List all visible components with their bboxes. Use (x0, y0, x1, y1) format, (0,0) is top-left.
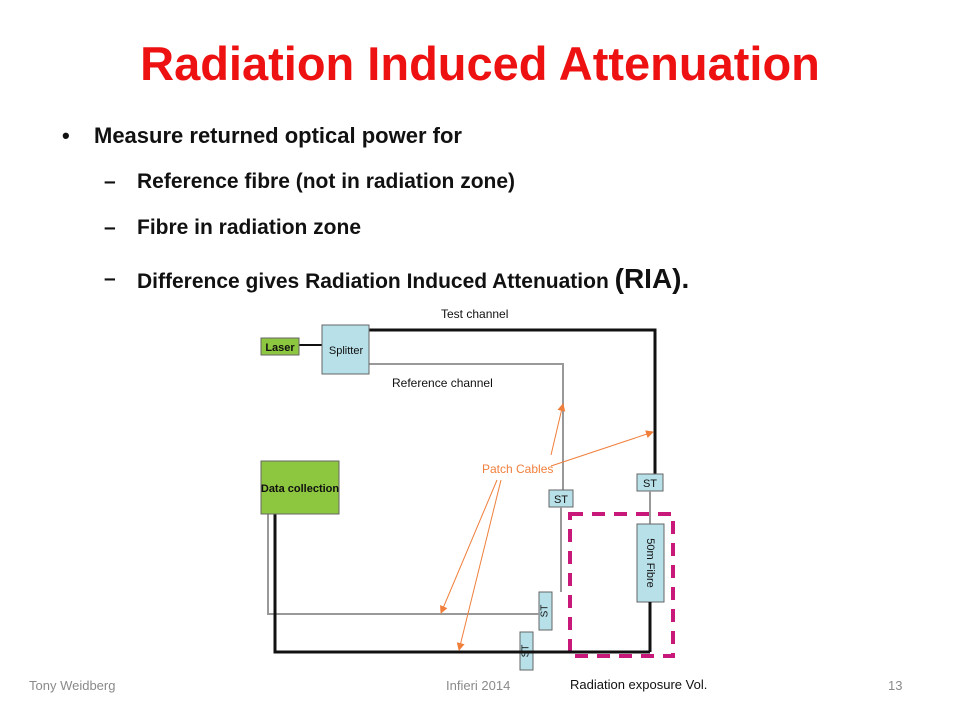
reference-channel-line (369, 363, 564, 490)
test-return-line (273, 514, 650, 654)
dash-icon: – (104, 267, 116, 290)
reference-channel-label: Reference channel (392, 376, 493, 390)
splitter-box (321, 324, 370, 375)
bullet-list: • Measure returned optical power for – R… (0, 0, 960, 320)
st-right-label: ST (643, 478, 657, 490)
data-collection-label: Data collection (261, 483, 340, 495)
splitter-label: Splitter (329, 345, 364, 357)
laser-label: Laser (265, 342, 295, 354)
data-collection-box (260, 460, 340, 515)
bullet-main-text: Measure returned optical power for (94, 123, 462, 148)
st-lower-label: ST (540, 605, 551, 618)
patch-arrow-reference (550, 403, 566, 456)
ria-emphasis: (RIA). (614, 263, 690, 294)
radiation-volume-label: Radiation exposure Vol. (570, 677, 707, 692)
patch-arrow-return-thick (456, 479, 502, 651)
reference-return-line (267, 514, 539, 615)
patch-arrow-test (550, 430, 654, 467)
test-channel-line (369, 328, 657, 475)
test-channel-label: Test channel (441, 307, 508, 321)
laser-box (260, 337, 300, 356)
fibre-box (636, 523, 665, 603)
fibre-label: 50m Fibre (644, 538, 656, 588)
st-reference-label: ST (554, 494, 568, 506)
dash-icon: – (104, 170, 116, 193)
radiation-zone (568, 512, 675, 658)
subbullet-text: Difference gives Radiation Induced Atten… (137, 263, 689, 295)
footer-author: Tony Weidberg (29, 678, 116, 693)
st-connector-lower (538, 591, 553, 631)
subbullet-text: Fibre in radiation zone (137, 216, 362, 239)
subbullet-text: Reference fibre (not in radiation zone) (137, 170, 516, 193)
patch-arrow-return-thin (440, 479, 498, 614)
dash-icon: – (104, 216, 116, 239)
slide-title: Radiation Induced Attenuation (140, 37, 820, 90)
bullet-dot-icon: • (62, 123, 70, 148)
patch-cables-label: Patch Cables (482, 462, 553, 476)
footer-page-number: 13 (888, 678, 903, 693)
footer-event: Infieri 2014 (446, 678, 511, 693)
subbullet-difference-text: Difference gives Radiation Induced Atten… (137, 270, 615, 293)
